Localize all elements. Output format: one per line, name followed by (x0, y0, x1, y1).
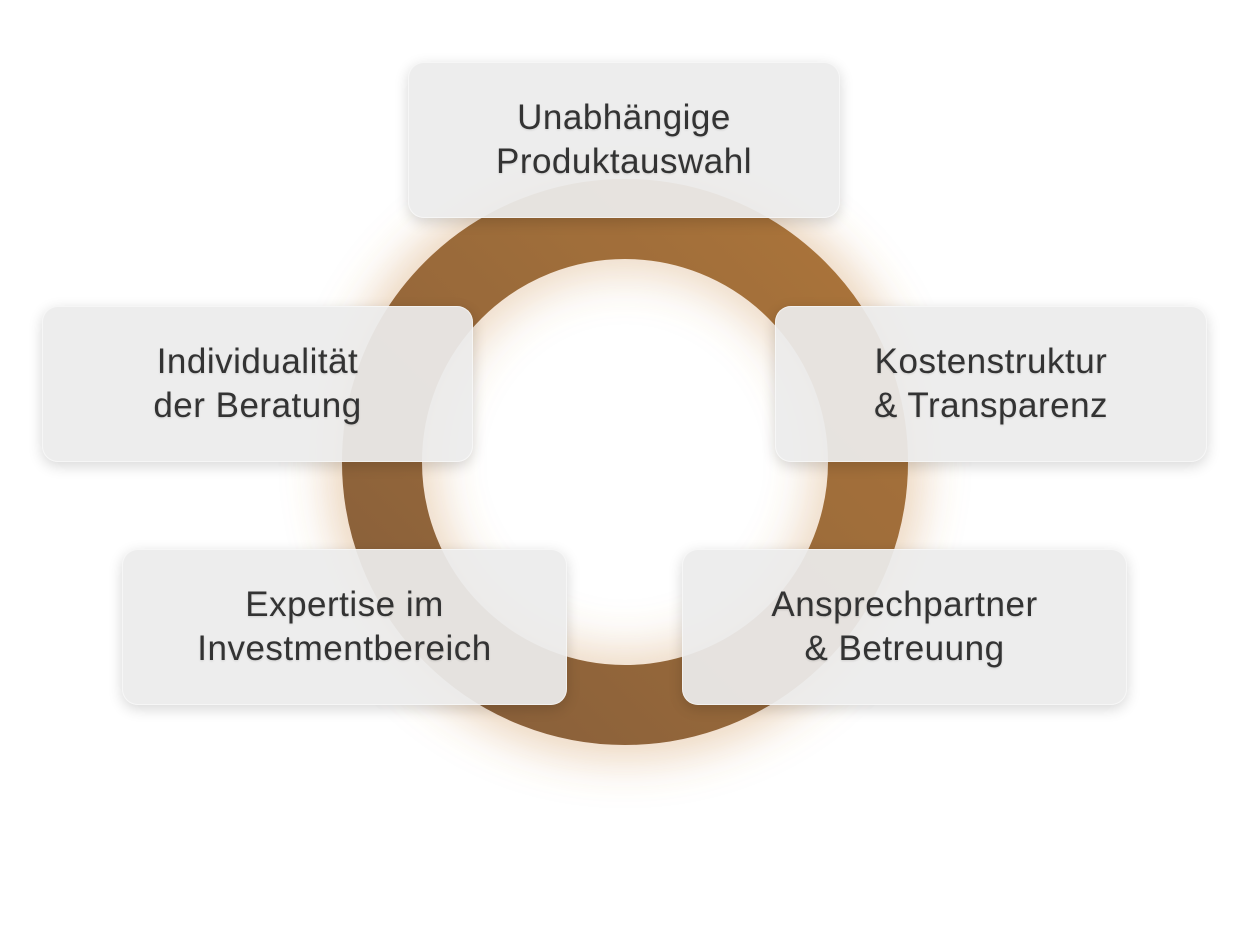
card-line: & Betreuung (804, 629, 1005, 668)
card-line: Expertise im (245, 585, 444, 624)
card-product-selection: Unabhängige Produktauswahl (408, 62, 840, 218)
card-line: Produktauswahl (495, 142, 753, 181)
card-line: Ansprechpartner (771, 585, 1038, 624)
card-line: Unabhängige (517, 98, 731, 137)
ring-arc (342, 179, 908, 745)
card-line: Investmentbereich (197, 629, 492, 668)
card-line: Kostenstruktur (874, 342, 1108, 381)
card-individuality: Individualität der Beratung (42, 306, 473, 462)
card-line: der Beratung (153, 386, 362, 425)
card-line: & Transparenz (873, 386, 1109, 425)
card-cost-structure: Kostenstruktur & Transparenz (775, 306, 1207, 462)
card-expertise: Expertise im Investmentbereich (122, 549, 567, 705)
card-line: Individualität (156, 342, 359, 381)
card-contact-person: Ansprechpartner & Betreuung (682, 549, 1127, 705)
